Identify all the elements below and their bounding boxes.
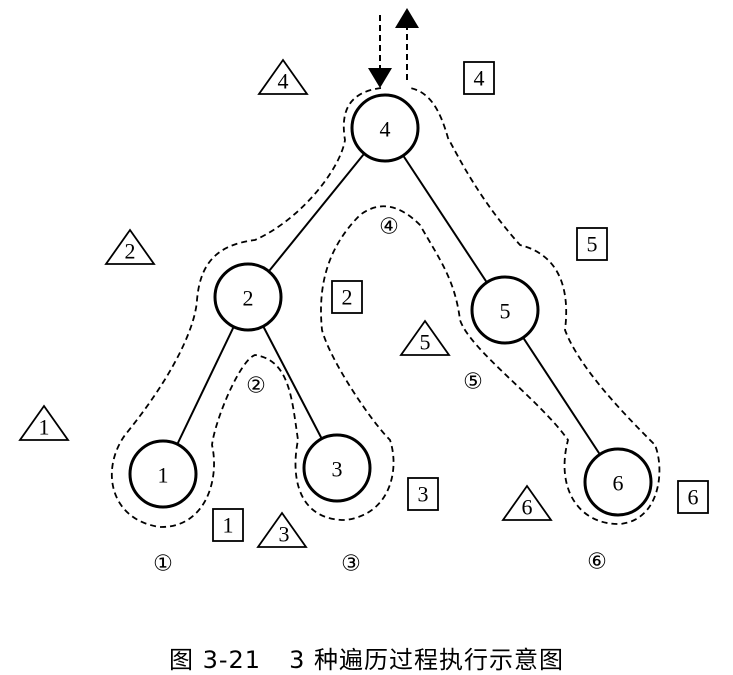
traversal-path — [111, 87, 661, 528]
circle-mark-2: ② — [246, 373, 266, 398]
node-4: 4 — [350, 93, 420, 163]
square-mark-5: 5 — [576, 227, 608, 261]
circle-mark-1: ① — [153, 551, 173, 576]
svg-text:3: 3 — [279, 522, 290, 547]
node-3: 3 — [302, 433, 372, 503]
svg-text:6: 6 — [688, 485, 699, 510]
svg-text:1: 1 — [223, 513, 234, 538]
svg-text:1: 1 — [39, 415, 50, 440]
square-mark-4: 4 — [463, 61, 495, 95]
circle-mark-5: ⑤ — [463, 369, 483, 394]
node-1: 1 — [128, 439, 198, 509]
svg-text:3: 3 — [418, 482, 429, 507]
square-mark-3: 3 — [407, 477, 439, 511]
svg-text:2: 2 — [342, 285, 353, 310]
square-mark-2: 2 — [331, 280, 363, 314]
node-label: 3 — [332, 457, 343, 482]
svg-text:2: 2 — [125, 239, 136, 264]
svg-text:4: 4 — [278, 69, 289, 94]
node-label: 1 — [158, 463, 169, 488]
node-2: 2 — [213, 262, 283, 332]
figure-caption: 图 3-21 3 种遍历过程执行示意图 — [0, 640, 733, 675]
triangle-mark-6: 6 — [501, 484, 553, 521]
node-label: 5 — [500, 299, 511, 324]
postorder-marks: 4 5 2 3 1 6 — [212, 61, 709, 542]
edge-4-2 — [247, 127, 386, 298]
svg-text:4: 4 — [474, 66, 485, 91]
svg-text:5: 5 — [420, 330, 431, 355]
node-6: 6 — [583, 447, 653, 517]
triangle-mark-4: 4 — [257, 58, 309, 95]
triangle-mark-2: 2 — [104, 228, 156, 265]
preorder-marks: 4 2 1 3 5 6 — [18, 58, 553, 548]
figure-number: 图 3-21 — [168, 646, 262, 674]
circle-mark-4: ④ — [379, 214, 399, 239]
svg-text:5: 5 — [587, 232, 598, 257]
triangle-mark-1: 1 — [18, 404, 70, 441]
node-label: 2 — [243, 286, 254, 311]
circle-mark-6: ⑥ — [587, 549, 607, 574]
edge-4-5 — [384, 127, 506, 311]
node-5: 5 — [470, 275, 540, 345]
square-mark-1: 1 — [212, 508, 244, 542]
circle-mark-3: ③ — [341, 551, 361, 576]
inorder-marks: ① ② ③ ④ ⑤ ⑥ — [153, 214, 607, 576]
figure-title: 3 种遍历过程执行示意图 — [289, 646, 564, 674]
node-label: 4 — [380, 117, 391, 142]
square-mark-6: 6 — [677, 480, 709, 514]
triangle-mark-3: 3 — [256, 511, 308, 548]
node-label: 6 — [613, 471, 624, 496]
triangle-mark-5: 5 — [399, 319, 451, 356]
svg-text:6: 6 — [522, 495, 533, 520]
